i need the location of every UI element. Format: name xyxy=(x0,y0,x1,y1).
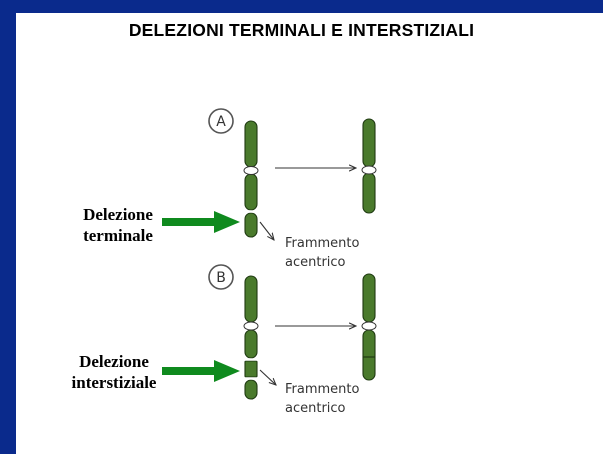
fragment-label-a: Frammento acentrico xyxy=(285,234,359,272)
centromere-a-result xyxy=(361,165,377,175)
centromere-b-result xyxy=(361,321,377,331)
chromosome-b-original xyxy=(244,275,258,400)
centromere-b-original xyxy=(243,321,259,331)
label-interstitial-deletion: Delezione interstiziale xyxy=(58,351,170,393)
panel-a-marker: A xyxy=(208,108,234,134)
fragment-pointer-a xyxy=(259,221,274,240)
deletion-arrow-b xyxy=(162,360,240,382)
fragment-b-line1: Frammento xyxy=(285,382,360,397)
chromosome-b-result xyxy=(362,273,376,381)
label-interstitial-line1: Delezione xyxy=(79,352,149,371)
centromere-a-original xyxy=(243,166,259,175)
fragment-label-b: Frammento acentrico xyxy=(285,380,359,418)
label-terminal-line1: Delezione xyxy=(83,205,153,224)
fragment-a-line1: Frammento xyxy=(285,236,360,251)
deletion-arrow-a xyxy=(162,211,240,233)
fragment-a-line2: acentrico xyxy=(285,255,346,270)
panel-b-marker: B xyxy=(208,264,234,290)
slide-canvas xyxy=(16,13,603,454)
fragment-b-line2: acentrico xyxy=(285,401,346,416)
panel-b-letter: B xyxy=(216,270,226,286)
fragment-pointer-b xyxy=(259,369,276,385)
label-interstitial-line2: interstiziale xyxy=(71,373,157,392)
panel-a-letter: A xyxy=(216,114,226,130)
chromosome-a-original xyxy=(244,120,258,238)
label-terminal-deletion: Delezione terminale xyxy=(68,204,168,246)
slide-title: DELEZIONI TERMINALI E INTERSTIZIALI xyxy=(128,20,475,40)
label-terminal-line2: terminale xyxy=(83,226,153,245)
chromosome-a-result xyxy=(362,118,376,214)
